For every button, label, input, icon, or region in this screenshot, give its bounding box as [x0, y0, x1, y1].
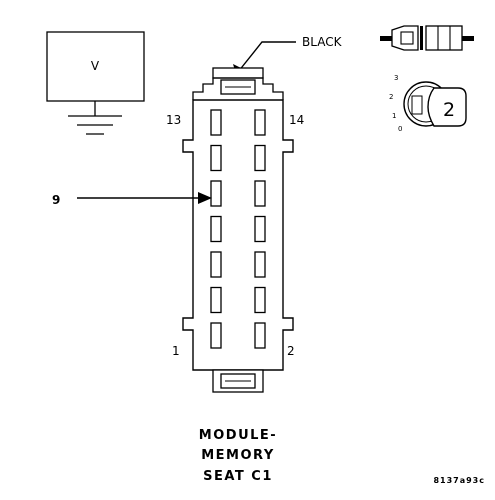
voltmeter: V [46, 31, 145, 135]
terminal-cavity [210, 144, 222, 172]
caption-line-3: SEAT C1 [203, 469, 273, 484]
terminal-cavity [210, 286, 222, 314]
ground-symbol-icon [68, 101, 122, 135]
dial-value: 2 [443, 99, 455, 121]
connector-pair-icon [380, 25, 474, 51]
terminal-cavity [210, 180, 222, 207]
terminal-cavity [254, 286, 266, 314]
terminal-cavity [254, 144, 266, 172]
wire-color-leader [237, 41, 296, 73]
position-dial-icon: 3 2 1 0 2 [389, 74, 467, 133]
terminal-cavity [254, 251, 266, 278]
figure-code: 8137a93c [433, 476, 485, 485]
terminal-cavity [254, 180, 266, 207]
terminal-cavity [210, 215, 222, 243]
dial-mark-1: 1 [392, 112, 396, 120]
terminal-cavity [210, 251, 222, 278]
voltmeter-label: V [91, 59, 100, 73]
terminal-cavity [210, 322, 222, 349]
dial-mark-3: 3 [394, 74, 398, 82]
pin-number-13: 13 [166, 113, 181, 127]
caption-line-1: MODULE- [199, 428, 277, 443]
caption-line-2: MEMORY [201, 448, 275, 463]
terminal-cavity [254, 109, 266, 136]
terminal-cavity [254, 215, 266, 243]
pin-number-2: 2 [287, 344, 295, 358]
wire-color-label: BLACK [302, 35, 343, 49]
dial-mark-0: 0 [398, 125, 402, 133]
pin-callout-arrowhead-icon [198, 192, 212, 204]
terminal-cavity [210, 109, 222, 136]
terminal-cavity [254, 322, 266, 349]
pin-callout-number: 9 [52, 193, 60, 207]
dial-mark-2: 2 [389, 93, 393, 101]
pin-number-1: 1 [172, 344, 180, 358]
terminal-cavities [210, 109, 266, 349]
connector-body [182, 67, 294, 393]
pin-number-14: 14 [289, 113, 304, 127]
